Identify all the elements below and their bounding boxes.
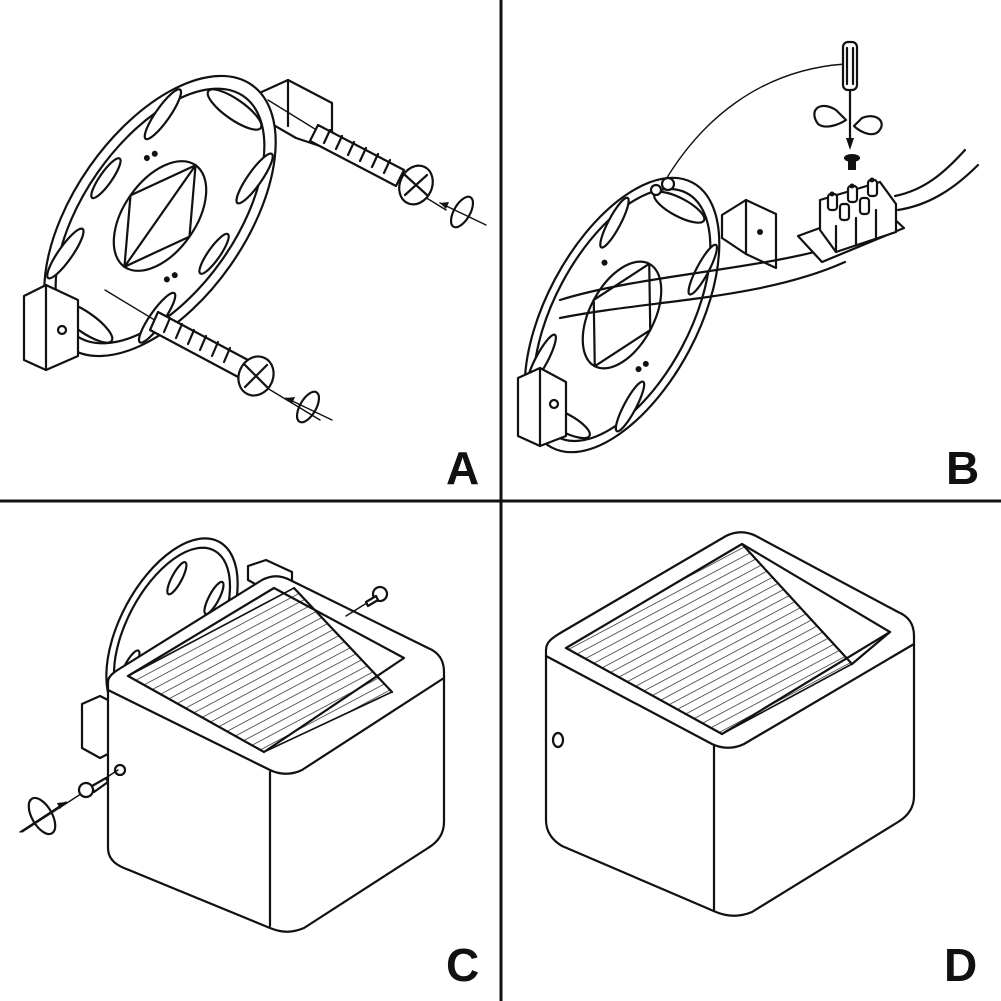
side-screw-hole — [551, 731, 565, 749]
supply-wires — [558, 148, 980, 320]
rotate-arrow-icon — [439, 195, 487, 229]
ground-wire — [661, 63, 846, 187]
lamp-housing — [106, 575, 446, 933]
top-screw — [345, 585, 389, 617]
bracket-tab-lower — [516, 366, 568, 448]
rotate-arrow-icon — [19, 796, 67, 836]
panel-label-b: B — [946, 442, 980, 494]
lamp-housing — [544, 531, 916, 917]
screw-upper — [267, 99, 447, 211]
panel-label-c: C — [446, 939, 480, 991]
side-screw — [21, 763, 127, 833]
panel-d — [544, 531, 916, 917]
bracket-tab-lower — [22, 283, 80, 372]
panel-label-d: D — [944, 939, 978, 991]
bracket-tab-upper — [720, 198, 778, 270]
ground-screw — [649, 176, 676, 197]
screw-lower — [104, 289, 321, 421]
panel-c — [19, 537, 446, 933]
terminal-screw — [844, 154, 860, 170]
panel-label-a: A — [446, 442, 480, 494]
screwdriver-icon — [813, 40, 883, 150]
mounting-plate — [43, 74, 277, 358]
panel-b — [516, 40, 980, 454]
panel-a — [22, 74, 487, 424]
terminal-block — [796, 177, 906, 264]
rotate-arrow-icon — [285, 390, 333, 424]
